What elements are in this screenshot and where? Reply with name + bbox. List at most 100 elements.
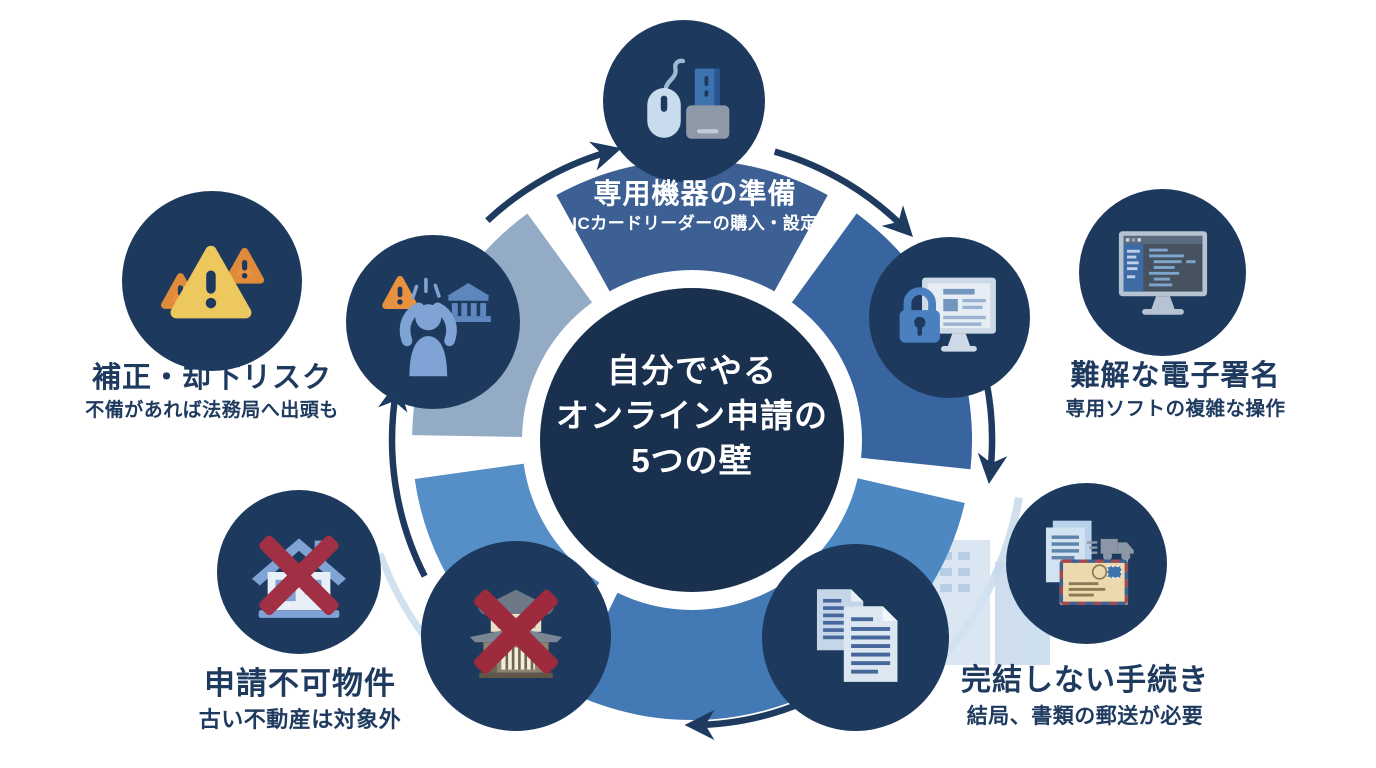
document-fold: [882, 605, 897, 621]
airmail-border: [1059, 558, 1128, 605]
label-equipment-subtitle: ICカードリーダーの購入・設定: [572, 214, 818, 234]
paper-line: [1051, 541, 1079, 546]
paper-line: [1051, 548, 1079, 553]
risk-outer-icon-circle: [122, 191, 302, 371]
screen-line: [961, 305, 982, 309]
sidebar-line: [1126, 260, 1139, 264]
code-line: [1148, 253, 1184, 257]
doc-line: [822, 635, 847, 639]
roof: [251, 538, 347, 586]
document-fold: [850, 588, 863, 601]
screen-line: [961, 298, 986, 302]
exclamation-dot: [397, 299, 403, 305]
monitor-base: [940, 345, 977, 352]
monitor-stand: [947, 333, 970, 346]
doc-line: [850, 669, 878, 674]
bank-icon: [445, 283, 491, 322]
red-cross: [259, 535, 339, 616]
exclamation-dot: [241, 273, 248, 279]
lattice-bar: [505, 647, 509, 670]
doc-line: [850, 635, 890, 639]
mouse-body: [647, 88, 681, 138]
doc-line: [822, 620, 855, 625]
sidebar-line: [1126, 266, 1137, 270]
label-risk-subtitle: 不備があれば法務局へ出頭も: [85, 400, 339, 422]
label-risk: 補正・却下リスク 不備があれば法務局へ出頭も: [42, 362, 382, 423]
doc-line: [850, 643, 890, 648]
person-arm-right: [432, 302, 457, 347]
label-incomplete: 完結しない手続き 結局、書類の郵送が必要: [915, 664, 1255, 729]
label-equipment: 専用機器の準備 ICカードリーダーの購入・設定: [525, 178, 865, 235]
label-property: 申請不可物件 古い不動産は対象外: [130, 666, 470, 733]
sidebar-line: [1126, 249, 1140, 253]
address-line: [1068, 587, 1105, 591]
risk-icon-circle: [346, 235, 520, 409]
stressed-person-bank-icon: [382, 275, 491, 377]
arrow-top-right: [773, 148, 913, 237]
card-reader-slot: [696, 129, 719, 134]
house-base: [479, 672, 553, 678]
sidebar-line: [1126, 274, 1135, 278]
stamp: [1106, 564, 1122, 579]
window-dot: [1125, 237, 1129, 242]
doc-line: [850, 660, 890, 665]
screen-line: [942, 288, 975, 294]
ic-card: [694, 68, 720, 110]
exclamation-bar: [241, 259, 248, 271]
padlock-keyhole-stem: [917, 324, 922, 336]
center-title-line1: 自分でやる: [607, 352, 777, 389]
code-line: [1148, 271, 1179, 275]
screen-image: [942, 298, 958, 311]
code-line: [1148, 248, 1168, 252]
paper-line: [1051, 555, 1074, 559]
sidebar-line: [1126, 255, 1136, 258]
doc-line: [850, 652, 890, 657]
window-dot: [1131, 237, 1135, 242]
delivery-truck: [1086, 538, 1134, 561]
esignature-outer-icon-circle: [1079, 189, 1246, 356]
red-cross: [473, 589, 559, 674]
house-cross-icon: [251, 535, 347, 618]
screen-line: [942, 321, 981, 326]
sweat-drops: [411, 277, 441, 299]
documents-icon: [816, 588, 897, 682]
screen-line: [942, 315, 986, 319]
arrow-left: [377, 380, 428, 578]
old-house-cross-icon: [469, 589, 563, 678]
warning-triangles-icon: [160, 245, 265, 319]
monitor-base: [1141, 308, 1184, 315]
arrow-top-left: [485, 141, 622, 223]
label-risk-title: 補正・却下リスク: [91, 362, 332, 394]
paper-line: [1051, 535, 1079, 539]
address-line: [1068, 593, 1094, 596]
airmail-border: [1059, 558, 1128, 605]
ic-card-stripe: [714, 68, 720, 110]
code-line: [1153, 277, 1170, 281]
label-equipment-title: 専用機器の準備: [593, 178, 797, 209]
ic-card-mark: [704, 90, 709, 97]
person-arm-left: [399, 302, 425, 347]
equipment-icon-circle: [603, 20, 765, 182]
center-title: 自分でやる オンライン申請の 5つの壁: [542, 348, 842, 483]
mailing-icon-circle: [1006, 483, 1167, 644]
label-incomplete-title: 完結しない手続き: [961, 664, 1209, 697]
label-esignature: 難解な電子署名 専用ソフトの複雑な操作: [1003, 360, 1348, 422]
postmark: [1091, 563, 1107, 580]
label-esignature-subtitle: 専用ソフトの複雑な操作: [1065, 398, 1286, 421]
code-editor-monitor-icon: [1118, 230, 1207, 315]
lattice-bar: [511, 647, 515, 670]
house-base: [258, 610, 340, 618]
exclamation-dot: [205, 297, 217, 309]
code-line: [1148, 282, 1172, 286]
padlock-shackle: [903, 286, 936, 311]
property-icon-circle: [421, 541, 611, 731]
title-bar: [1123, 235, 1202, 244]
doc-line: [822, 605, 855, 610]
code-line: [1153, 259, 1182, 263]
documents-icon-circle: [762, 544, 949, 731]
mouse-scroll: [660, 95, 668, 112]
property-outer-icon-circle: [217, 490, 381, 654]
mouse-card-reader-icon: [647, 58, 730, 139]
label-property-title: 申請不可物件: [204, 666, 396, 701]
code-line: [1153, 265, 1175, 269]
